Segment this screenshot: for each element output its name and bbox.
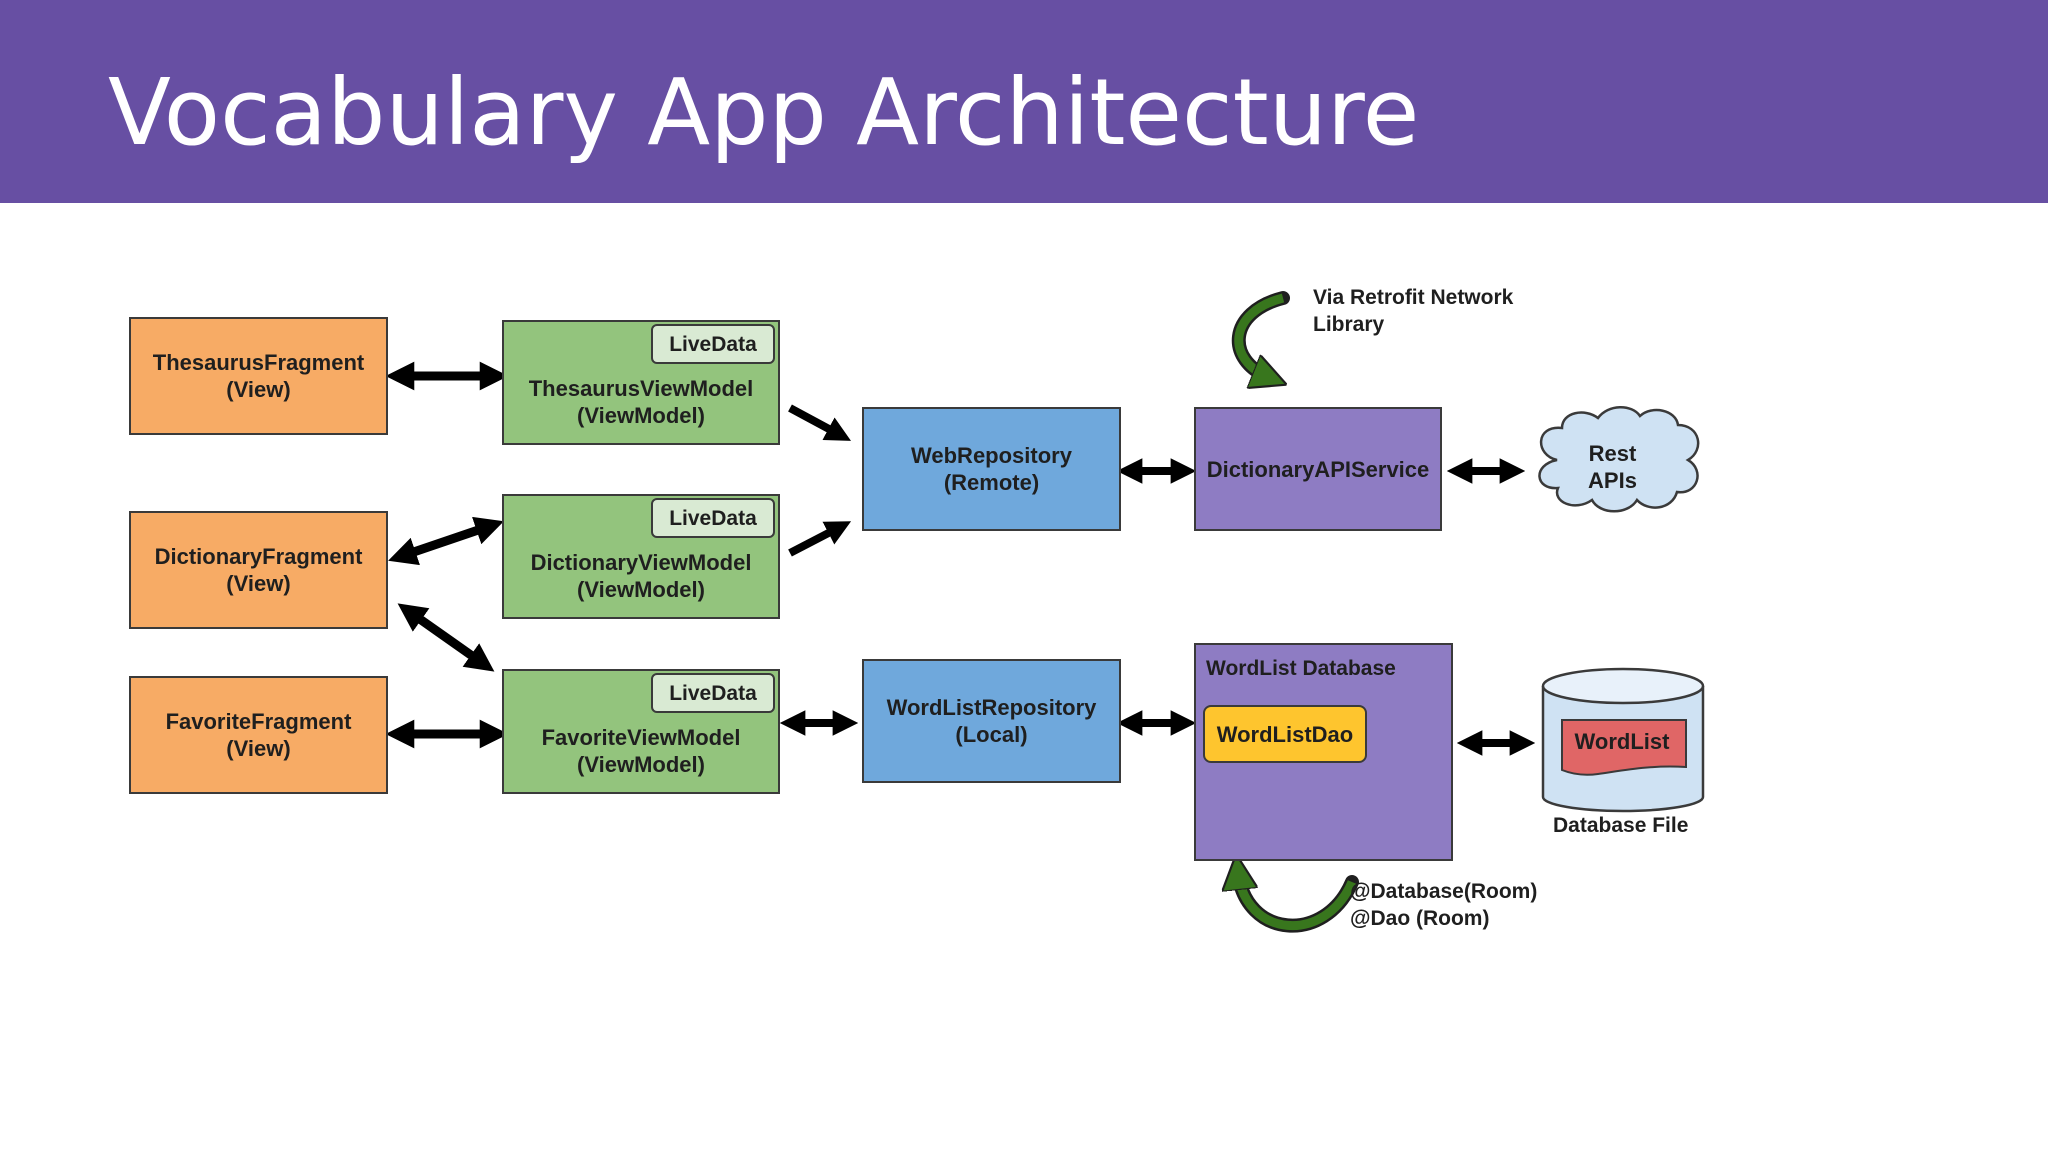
title-bar: Vocabulary App Architecture <box>0 0 2048 203</box>
favorite-viewmodel-box: LiveData FavoriteViewModel (ViewModel) <box>502 669 780 794</box>
favorite-fragment-role: (View) <box>226 736 291 761</box>
retrofit-note-line2: Library <box>1313 313 1385 336</box>
thesaurus-viewmodel-role: (ViewModel) <box>577 402 705 428</box>
rest-apis-line2: APIs <box>1588 468 1637 493</box>
arrow-dictionary-fragment-viewmodel <box>388 516 504 566</box>
retrofit-note: Via Retrofit Network Library <box>1313 284 1513 338</box>
dictionary-api-service-box: DictionaryAPIService <box>1194 407 1442 531</box>
wordlist-database-box: WordList Database WordListDao <box>1194 643 1453 861</box>
dictionary-fragment-role: (View) <box>226 571 291 596</box>
arrow-dictionary-fragment-favorite-viewmodel <box>397 603 495 672</box>
database-file-caption: Database File <box>1553 814 1689 837</box>
wordlist-table-label: WordList <box>1574 729 1670 754</box>
rest-apis-line1: Rest <box>1588 441 1637 466</box>
web-repository-name: WebRepository <box>911 443 1072 468</box>
web-repository-role: (Remote) <box>943 470 1040 495</box>
wordlist-table-shape <box>1561 719 1687 776</box>
thesaurus-fragment-name: ThesaurusFragment <box>152 350 365 375</box>
dictionary-fragment-box: DictionaryFragment (View) <box>129 511 388 629</box>
slide-title: Vocabulary App Architecture <box>108 59 1420 166</box>
thesaurus-viewmodel-name: ThesaurusViewModel <box>528 375 754 401</box>
favorite-viewmodel-role: (ViewModel) <box>577 751 705 777</box>
arrow-thesaurus-viewmodel-webrepository <box>788 404 852 441</box>
wordlist-database-title: WordList Database <box>1206 657 1396 680</box>
rest-apis-label: Rest APIs <box>1565 440 1660 494</box>
room-note-line2: @Dao (Room) <box>1350 907 1490 930</box>
arrow-dictionary-viewmodel-webrepository <box>788 521 852 557</box>
web-repository-box: WebRepository (Remote) <box>862 407 1121 531</box>
favorite-viewmodel-name: FavoriteViewModel <box>541 724 741 750</box>
room-note-line1: @Database(Room) <box>1350 880 1538 903</box>
dictionary-fragment-name: DictionaryFragment <box>154 544 363 569</box>
favorite-livedata-badge: LiveData <box>651 673 775 713</box>
dictionary-viewmodel-box: LiveData DictionaryViewModel (ViewModel) <box>502 494 780 619</box>
dictionary-livedata-badge: LiveData <box>651 498 775 538</box>
thesaurus-fragment-box: ThesaurusFragment (View) <box>129 317 388 435</box>
wordlist-repository-role: (Local) <box>955 722 1028 747</box>
thesaurus-livedata-badge: LiveData <box>651 324 775 364</box>
database-file-cylinder <box>1541 667 1705 813</box>
wordlist-repository-name: WordListRepository <box>886 695 1097 720</box>
rest-api-cloud-shape <box>1538 406 1700 513</box>
favorite-fragment-name: FavoriteFragment <box>165 709 352 734</box>
wordlist-dao-box: WordListDao <box>1203 705 1367 763</box>
thesaurus-fragment-role: (View) <box>226 377 291 402</box>
room-note: @Database(Room) @Dao (Room) <box>1350 878 1537 932</box>
dictionary-viewmodel-role: (ViewModel) <box>577 576 705 602</box>
dictionary-viewmodel-name: DictionaryViewModel <box>530 549 752 575</box>
room-curved-arrow <box>1231 865 1359 933</box>
retrofit-note-line1: Via Retrofit Network <box>1313 286 1514 309</box>
thesaurus-viewmodel-box: LiveData ThesaurusViewModel (ViewModel) <box>502 320 780 445</box>
dictionary-api-service-label: DictionaryAPIService <box>1206 456 1430 482</box>
wordlist-repository-box: WordListRepository (Local) <box>862 659 1121 783</box>
favorite-fragment-box: FavoriteFragment (View) <box>129 676 388 794</box>
